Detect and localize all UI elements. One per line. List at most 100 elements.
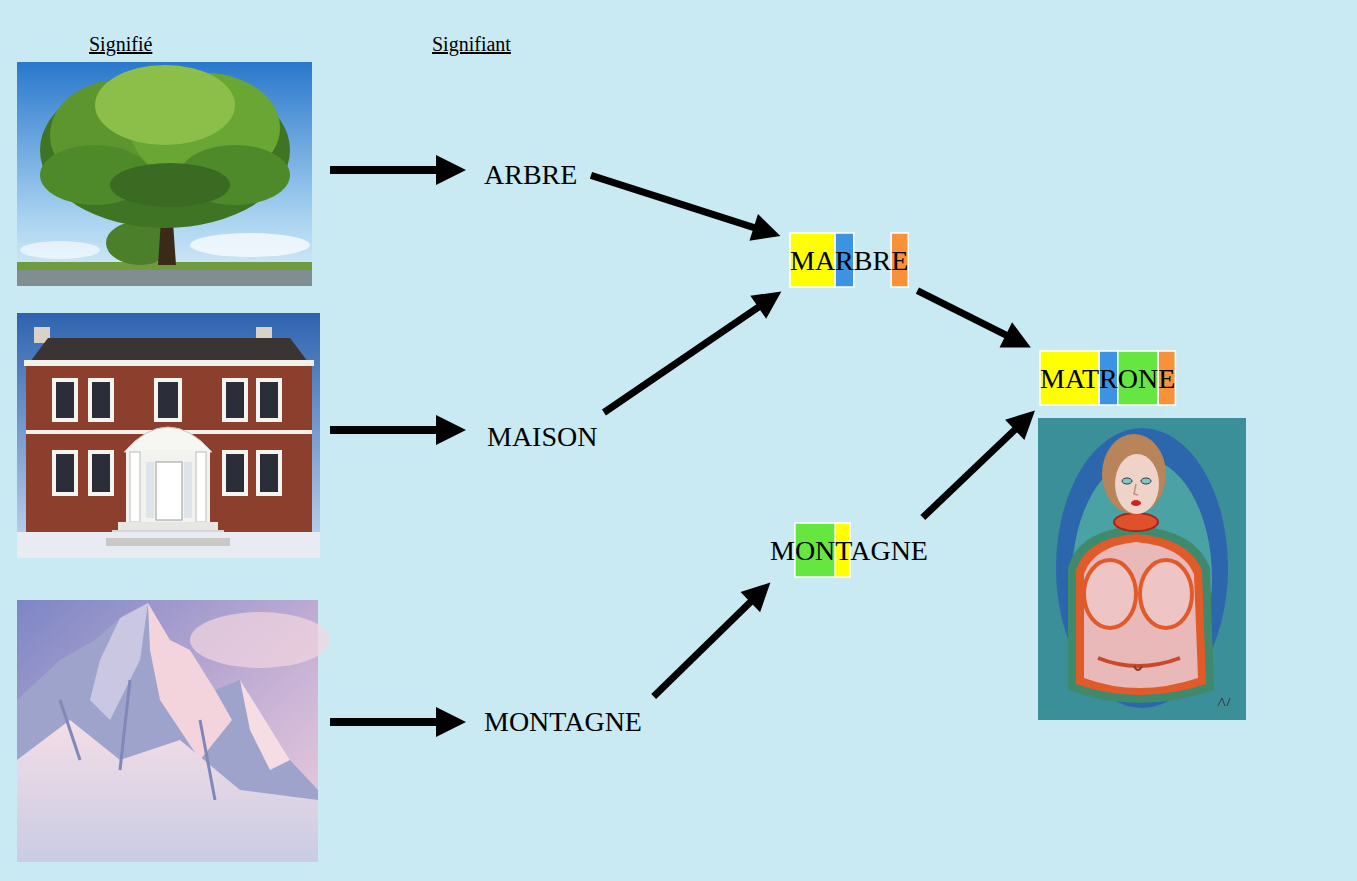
- house-photo-part-part: [56, 382, 74, 418]
- house-photo-part: [146, 462, 154, 518]
- woman-painting-part: [1131, 500, 1141, 506]
- column-heading: Signifiant: [432, 32, 511, 56]
- woman-painting-part: [1140, 560, 1192, 628]
- house-photo-part-part: [154, 378, 182, 422]
- house-photo-part: [26, 366, 312, 532]
- arrow-line: [591, 175, 756, 228]
- photo-arrows-part: [436, 707, 466, 737]
- house-photo-part-part: [92, 454, 110, 492]
- word-node: MARBRE: [788, 233, 910, 287]
- house-photo-part: [30, 338, 308, 362]
- house-photo-part-part: [56, 454, 74, 492]
- arrow-connector: [591, 175, 780, 240]
- house-photo-part: [126, 450, 210, 522]
- tree-photo-part: [17, 62, 312, 286]
- tree-photo-part: [95, 65, 235, 145]
- mountain-photo-part: [90, 603, 148, 720]
- photo-arrows-part: [330, 426, 438, 434]
- word-node: MONTAGNE: [478, 702, 648, 742]
- word-node: MATRONE: [1038, 351, 1177, 405]
- word-text: ARBRE: [484, 159, 577, 191]
- photo-arrows-part: [436, 415, 466, 445]
- house-photo-part: [124, 427, 212, 452]
- mountain-photo-part: [240, 680, 290, 770]
- house-photo-part-part: [52, 378, 78, 422]
- arrow-line: [604, 306, 760, 412]
- woman-painting-part: [1098, 658, 1180, 666]
- house-photo-part: [17, 313, 320, 558]
- house-photo-part-part: [260, 382, 278, 418]
- house-photo-part: [24, 360, 314, 366]
- woman-painting-part: [1141, 478, 1151, 484]
- house-photo-part-part: [158, 382, 178, 418]
- photo-arrows-part: [436, 155, 466, 185]
- arrow-connector: [923, 411, 1035, 518]
- house-photo-part-part: [222, 378, 248, 422]
- photo-arrows-part: [330, 166, 438, 174]
- mountain-photo-part: [17, 720, 318, 862]
- arrow-line: [654, 601, 752, 697]
- mountain-photo-part: [60, 680, 215, 800]
- woman-painting-part: [1134, 666, 1142, 670]
- house-photo-part-part: [226, 382, 244, 418]
- arrow-connector: [654, 583, 771, 697]
- house-photo-part-part: [222, 450, 248, 496]
- word-node: ARBRE: [478, 155, 583, 195]
- mountain-photo: [17, 600, 330, 862]
- woman-painting-part: [1218, 698, 1230, 706]
- arrow-connector: [917, 291, 1030, 348]
- woman-painting-part: [1084, 542, 1198, 688]
- arrow-head: [1005, 411, 1035, 440]
- woman-painting-part: [1134, 484, 1138, 495]
- word-text: MARBRE: [790, 245, 908, 277]
- woman-painting-part: [1076, 534, 1206, 695]
- arrow-head: [1000, 322, 1031, 347]
- house-photo-part-part: [260, 454, 278, 492]
- photo-arrows-part: [330, 718, 438, 726]
- photo-arrows: [330, 155, 466, 737]
- tree-photo: [17, 62, 312, 286]
- house-photo-part-part: [52, 450, 78, 496]
- arrow-line: [923, 428, 1016, 517]
- word-text: MATRONE: [1040, 363, 1175, 395]
- arrow-connector: [604, 292, 781, 413]
- column-heading: Signifié: [89, 32, 152, 56]
- tree-photo-part: [17, 270, 312, 286]
- house-photo-part: [106, 538, 230, 546]
- house-photo-part-part: [256, 450, 282, 496]
- house-photo-part-part: [92, 382, 110, 418]
- house-photo-part-part: [88, 378, 114, 422]
- mountain-photo-part: [17, 603, 318, 862]
- woman-painting-part: [1056, 428, 1228, 708]
- house-photo-part: [184, 462, 192, 518]
- woman-painting: [1038, 418, 1246, 720]
- house-photo-part: [118, 522, 218, 530]
- arrow-head: [750, 292, 781, 319]
- house-photo-part: [130, 452, 140, 522]
- word-text: MONTAGNE: [484, 706, 642, 738]
- tree-photo-part: [17, 262, 312, 286]
- woman-painting-part: [1115, 454, 1159, 514]
- woman-painting-part: [1038, 418, 1246, 720]
- house-photo-part-part: [88, 450, 114, 496]
- woman-painting-part: [1068, 526, 1214, 703]
- letter-highlights: [790, 233, 1175, 577]
- house-photo-part-part: [256, 378, 282, 422]
- house-photo-part: [196, 452, 206, 522]
- mountain-photo-part: [190, 612, 330, 668]
- house-photo: [17, 313, 320, 558]
- woman-painting-part: [1084, 560, 1136, 628]
- word-text: MONTAGNE: [770, 535, 928, 567]
- house-photo-part: [156, 462, 182, 520]
- woman-painting-part: [1114, 513, 1158, 531]
- mountain-photo-part: [148, 603, 232, 760]
- tree-photo-part: [20, 241, 100, 259]
- arrow-line: [917, 291, 1007, 336]
- house-photo-part: [17, 532, 320, 558]
- woman-painting-part: [1122, 478, 1132, 484]
- word-node: MONTAGNE: [768, 523, 930, 577]
- tree-photo-part: [190, 233, 310, 257]
